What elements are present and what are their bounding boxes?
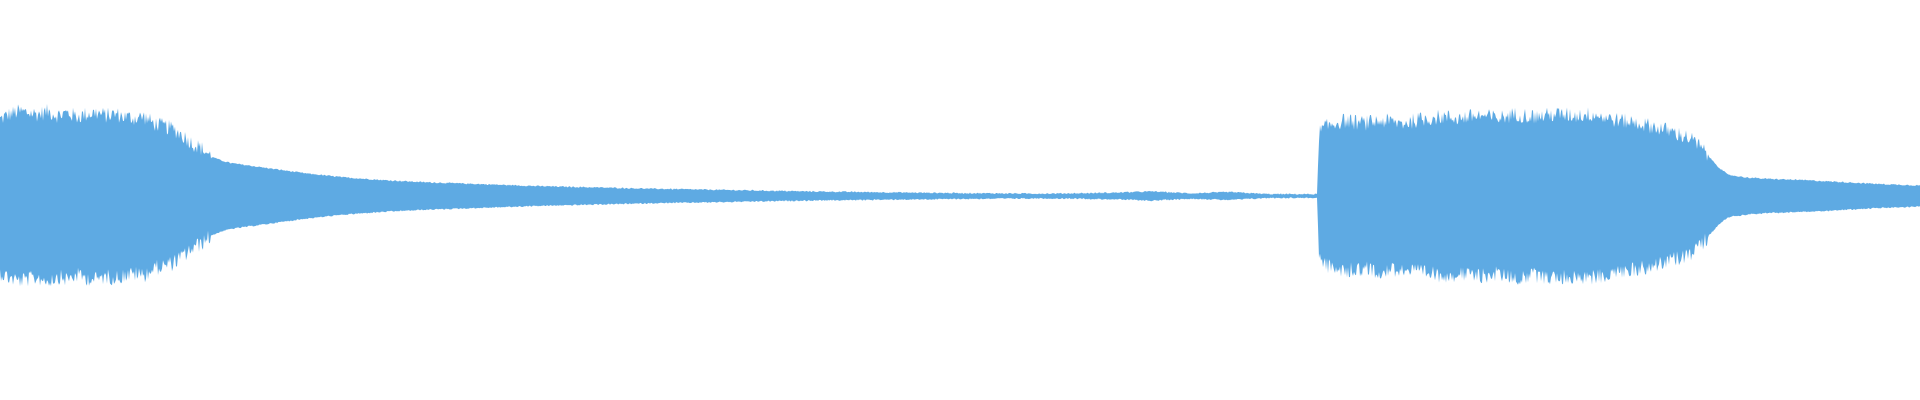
waveform-fill — [0, 103, 1920, 287]
